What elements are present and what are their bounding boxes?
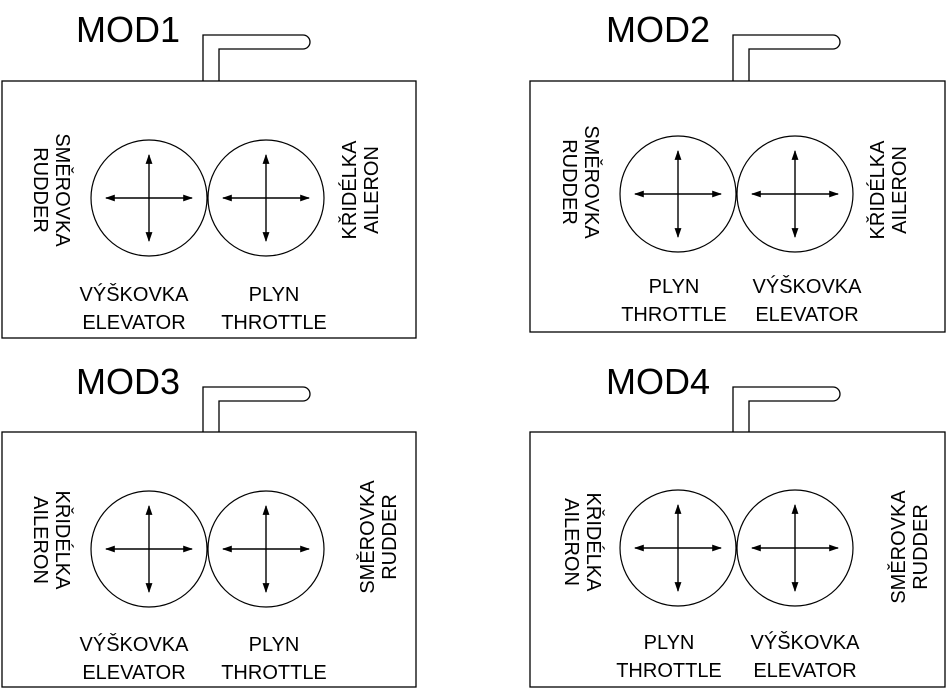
svg-text:RUDDER: RUDDER — [379, 494, 401, 580]
svg-text:SMĚROVKA: SMĚROVKA — [51, 133, 74, 247]
bottom-right-label: PLYN THROTTLE — [221, 284, 327, 334]
svg-text:AILERON: AILERON — [889, 146, 911, 234]
svg-text:PLYN: PLYN — [249, 284, 300, 306]
right-side-label: KŘIDÉLKA AILERON — [866, 140, 911, 240]
svg-text:VÝŠKOVKA: VÝŠKOVKA — [80, 633, 190, 656]
right-side-label: KŘIDÉLKA AILERON — [338, 140, 383, 240]
svg-text:PLYN: PLYN — [644, 632, 695, 654]
mode-1-panel: MOD1 SMĚROVKA RUDDER KŘIDÉLKA AILERON VÝ… — [1, 9, 417, 339]
svg-text:KŘIDÉLKA: KŘIDÉLKA — [51, 491, 74, 591]
left-side-label: KŘIDÉLKA AILERON — [560, 493, 605, 593]
antenna-icon — [732, 34, 841, 81]
antenna-icon — [202, 386, 311, 432]
left-stick — [619, 135, 737, 253]
left-stick — [90, 490, 208, 608]
bottom-right-label: VÝŠKOVKA ELEVATOR — [751, 631, 861, 682]
svg-text:VÝŠKOVKA: VÝŠKOVKA — [753, 275, 863, 298]
svg-text:KŘIDÉLKA: KŘIDÉLKA — [338, 140, 361, 240]
svg-text:THROTTLE: THROTTLE — [221, 312, 327, 334]
mode-title: MOD3 — [76, 361, 180, 402]
mode-4-panel: MOD4 KŘIDÉLKA AILERON SMĚROVKA RUDDER PL… — [529, 361, 946, 688]
right-stick — [736, 489, 854, 607]
svg-text:AILERON: AILERON — [29, 496, 51, 584]
mode-title: MOD1 — [76, 9, 180, 50]
right-stick — [736, 135, 854, 253]
svg-text:AILERON: AILERON — [361, 146, 383, 234]
svg-text:RUDDER: RUDDER — [558, 139, 580, 225]
svg-text:ELEVATOR: ELEVATOR — [82, 312, 185, 334]
svg-text:PLYN: PLYN — [249, 634, 300, 656]
svg-text:SMĚROVKA: SMĚROVKA — [356, 480, 379, 594]
mode-title: MOD4 — [606, 361, 710, 402]
svg-text:RUDDER: RUDDER — [910, 504, 932, 590]
left-stick — [90, 139, 208, 257]
svg-text:THROTTLE: THROTTLE — [221, 662, 327, 684]
transmitter-body — [529, 431, 946, 688]
mode-title: MOD2 — [606, 9, 710, 50]
svg-text:ELEVATOR: ELEVATOR — [82, 662, 185, 684]
left-side-label: SMĚROVKA RUDDER — [558, 125, 603, 239]
svg-text:THROTTLE: THROTTLE — [621, 304, 727, 326]
svg-text:VÝŠKOVKA: VÝŠKOVKA — [80, 283, 190, 306]
svg-text:SMĚROVKA: SMĚROVKA — [887, 490, 910, 604]
bottom-left-label: VÝŠKOVKA ELEVATOR — [80, 283, 190, 334]
svg-text:AILERON: AILERON — [560, 498, 582, 586]
mode-3-panel: MOD3 KŘIDÉLKA AILERON SMĚROVKA RUDDER VÝ… — [1, 361, 417, 688]
svg-text:RUDDER: RUDDER — [29, 147, 51, 233]
mode-2-panel: MOD2 SMĚROVKA RUDDER KŘIDÉLKA AILERON PL… — [529, 9, 946, 333]
svg-text:SMĚROVKA: SMĚROVKA — [580, 125, 603, 239]
left-stick — [619, 489, 737, 607]
transmitter-body — [529, 80, 946, 333]
right-side-label: SMĚROVKA RUDDER — [356, 480, 401, 594]
right-stick — [207, 139, 325, 257]
bottom-right-label: PLYN THROTTLE — [221, 634, 327, 684]
bottom-left-label: PLYN THROTTLE — [616, 632, 722, 682]
right-side-label: SMĚROVKA RUDDER — [887, 490, 932, 604]
left-side-label: SMĚROVKA RUDDER — [29, 133, 74, 247]
svg-text:VÝŠKOVKA: VÝŠKOVKA — [751, 631, 861, 654]
bottom-left-label: PLYN THROTTLE — [621, 276, 727, 326]
svg-text:ELEVATOR: ELEVATOR — [755, 304, 858, 326]
svg-text:KŘIDÉLKA: KŘIDÉLKA — [582, 493, 605, 593]
antenna-icon — [202, 34, 311, 81]
svg-text:ELEVATOR: ELEVATOR — [753, 660, 856, 682]
svg-text:THROTTLE: THROTTLE — [616, 660, 722, 682]
bottom-right-label: VÝŠKOVKA ELEVATOR — [753, 275, 863, 326]
bottom-left-label: VÝŠKOVKA ELEVATOR — [80, 633, 190, 684]
svg-text:PLYN: PLYN — [649, 276, 700, 298]
left-side-label: KŘIDÉLKA AILERON — [29, 491, 74, 591]
right-stick — [207, 490, 325, 608]
antenna-icon — [732, 386, 841, 432]
svg-text:KŘIDÉLKA: KŘIDÉLKA — [866, 140, 889, 240]
